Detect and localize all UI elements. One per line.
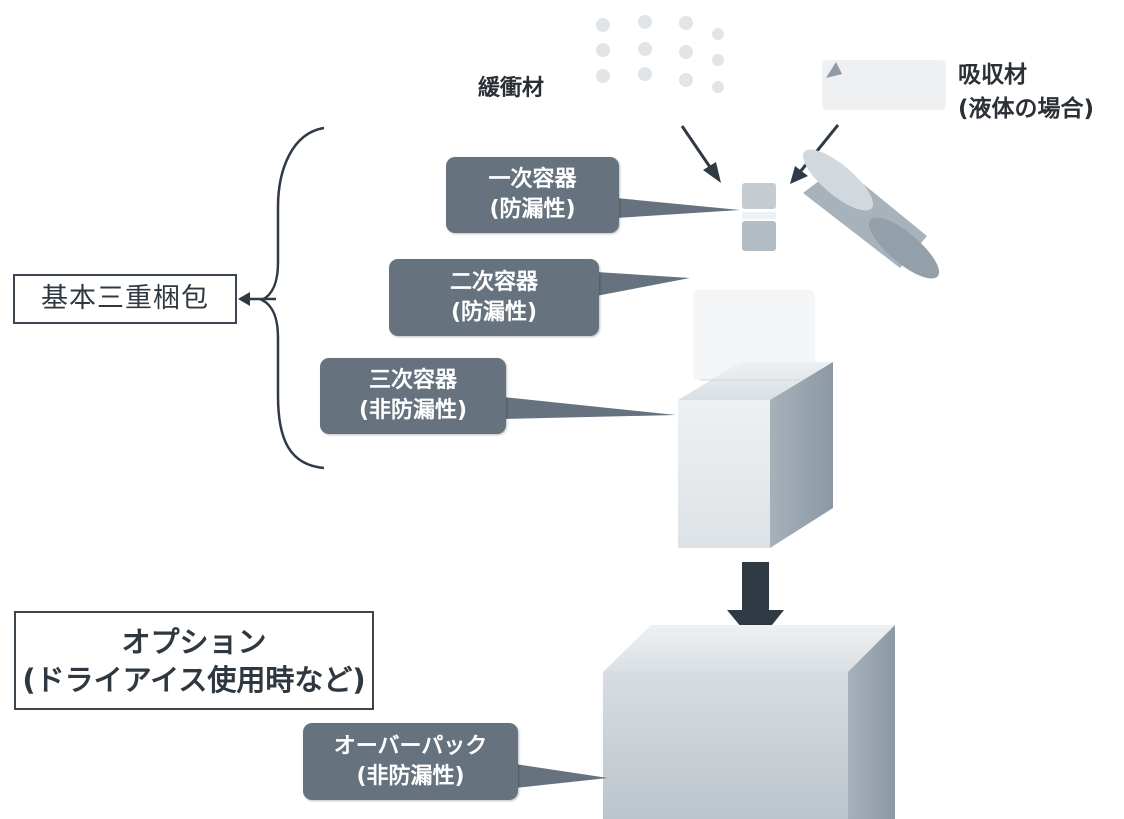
overpack-callout-pointer [515, 764, 608, 788]
cushioning-material-image [596, 15, 724, 93]
cushioning-label: 緩衝材 [478, 76, 545, 101]
secondary-callout-line1: 二次容器 [449, 269, 538, 295]
primary-container-image [742, 183, 776, 251]
absorbent-label: 吸収材 (液体の場合) [958, 58, 1094, 126]
cushioning-arrow [680, 125, 721, 183]
absorbent-material-image [822, 60, 946, 110]
overpack-callout-line1: オーバーパック [333, 733, 488, 759]
absorbent-label-line2: (液体の場合) [958, 96, 1095, 122]
secondary-callout-pointer [596, 272, 690, 296]
secondary-container-callout: 二次容器 (防漏性) [389, 259, 599, 336]
overpack-box [603, 625, 895, 819]
tertiary-callout-line1: 三次容器 [368, 368, 457, 393]
overpack-callout: オーバーパック (非防漏性) [303, 723, 518, 800]
primary-callout-pointer [616, 198, 740, 218]
option-line2: (ドライアイス使用時など) [22, 662, 366, 697]
tertiary-callout-pointer [503, 397, 676, 419]
primary-container-callout: 一次容器 (防漏性) [446, 157, 619, 233]
basic-triple-packaging-label: 基本三重梱包 [13, 274, 237, 324]
absorbent-label-line1: 吸収材 [958, 62, 1027, 88]
option-line1: オプション [121, 624, 267, 659]
tertiary-container-callout: 三次容器 (非防漏性) [320, 358, 506, 434]
absorbent-disc-image [802, 149, 940, 279]
tertiary-container-box [678, 362, 833, 548]
bracket-to-label-arrow [238, 292, 276, 306]
overpack-callout-line2: (非防漏性) [356, 763, 465, 789]
primary-callout-line2: (防漏性) [489, 197, 576, 222]
secondary-container-image [693, 290, 815, 380]
tertiary-callout-line2: (非防漏性) [358, 398, 468, 423]
primary-callout-line1: 一次容器 [488, 167, 577, 192]
secondary-callout-line2: (防漏性) [450, 299, 538, 325]
option-label-box: オプション (ドライアイス使用時など) [14, 611, 374, 710]
